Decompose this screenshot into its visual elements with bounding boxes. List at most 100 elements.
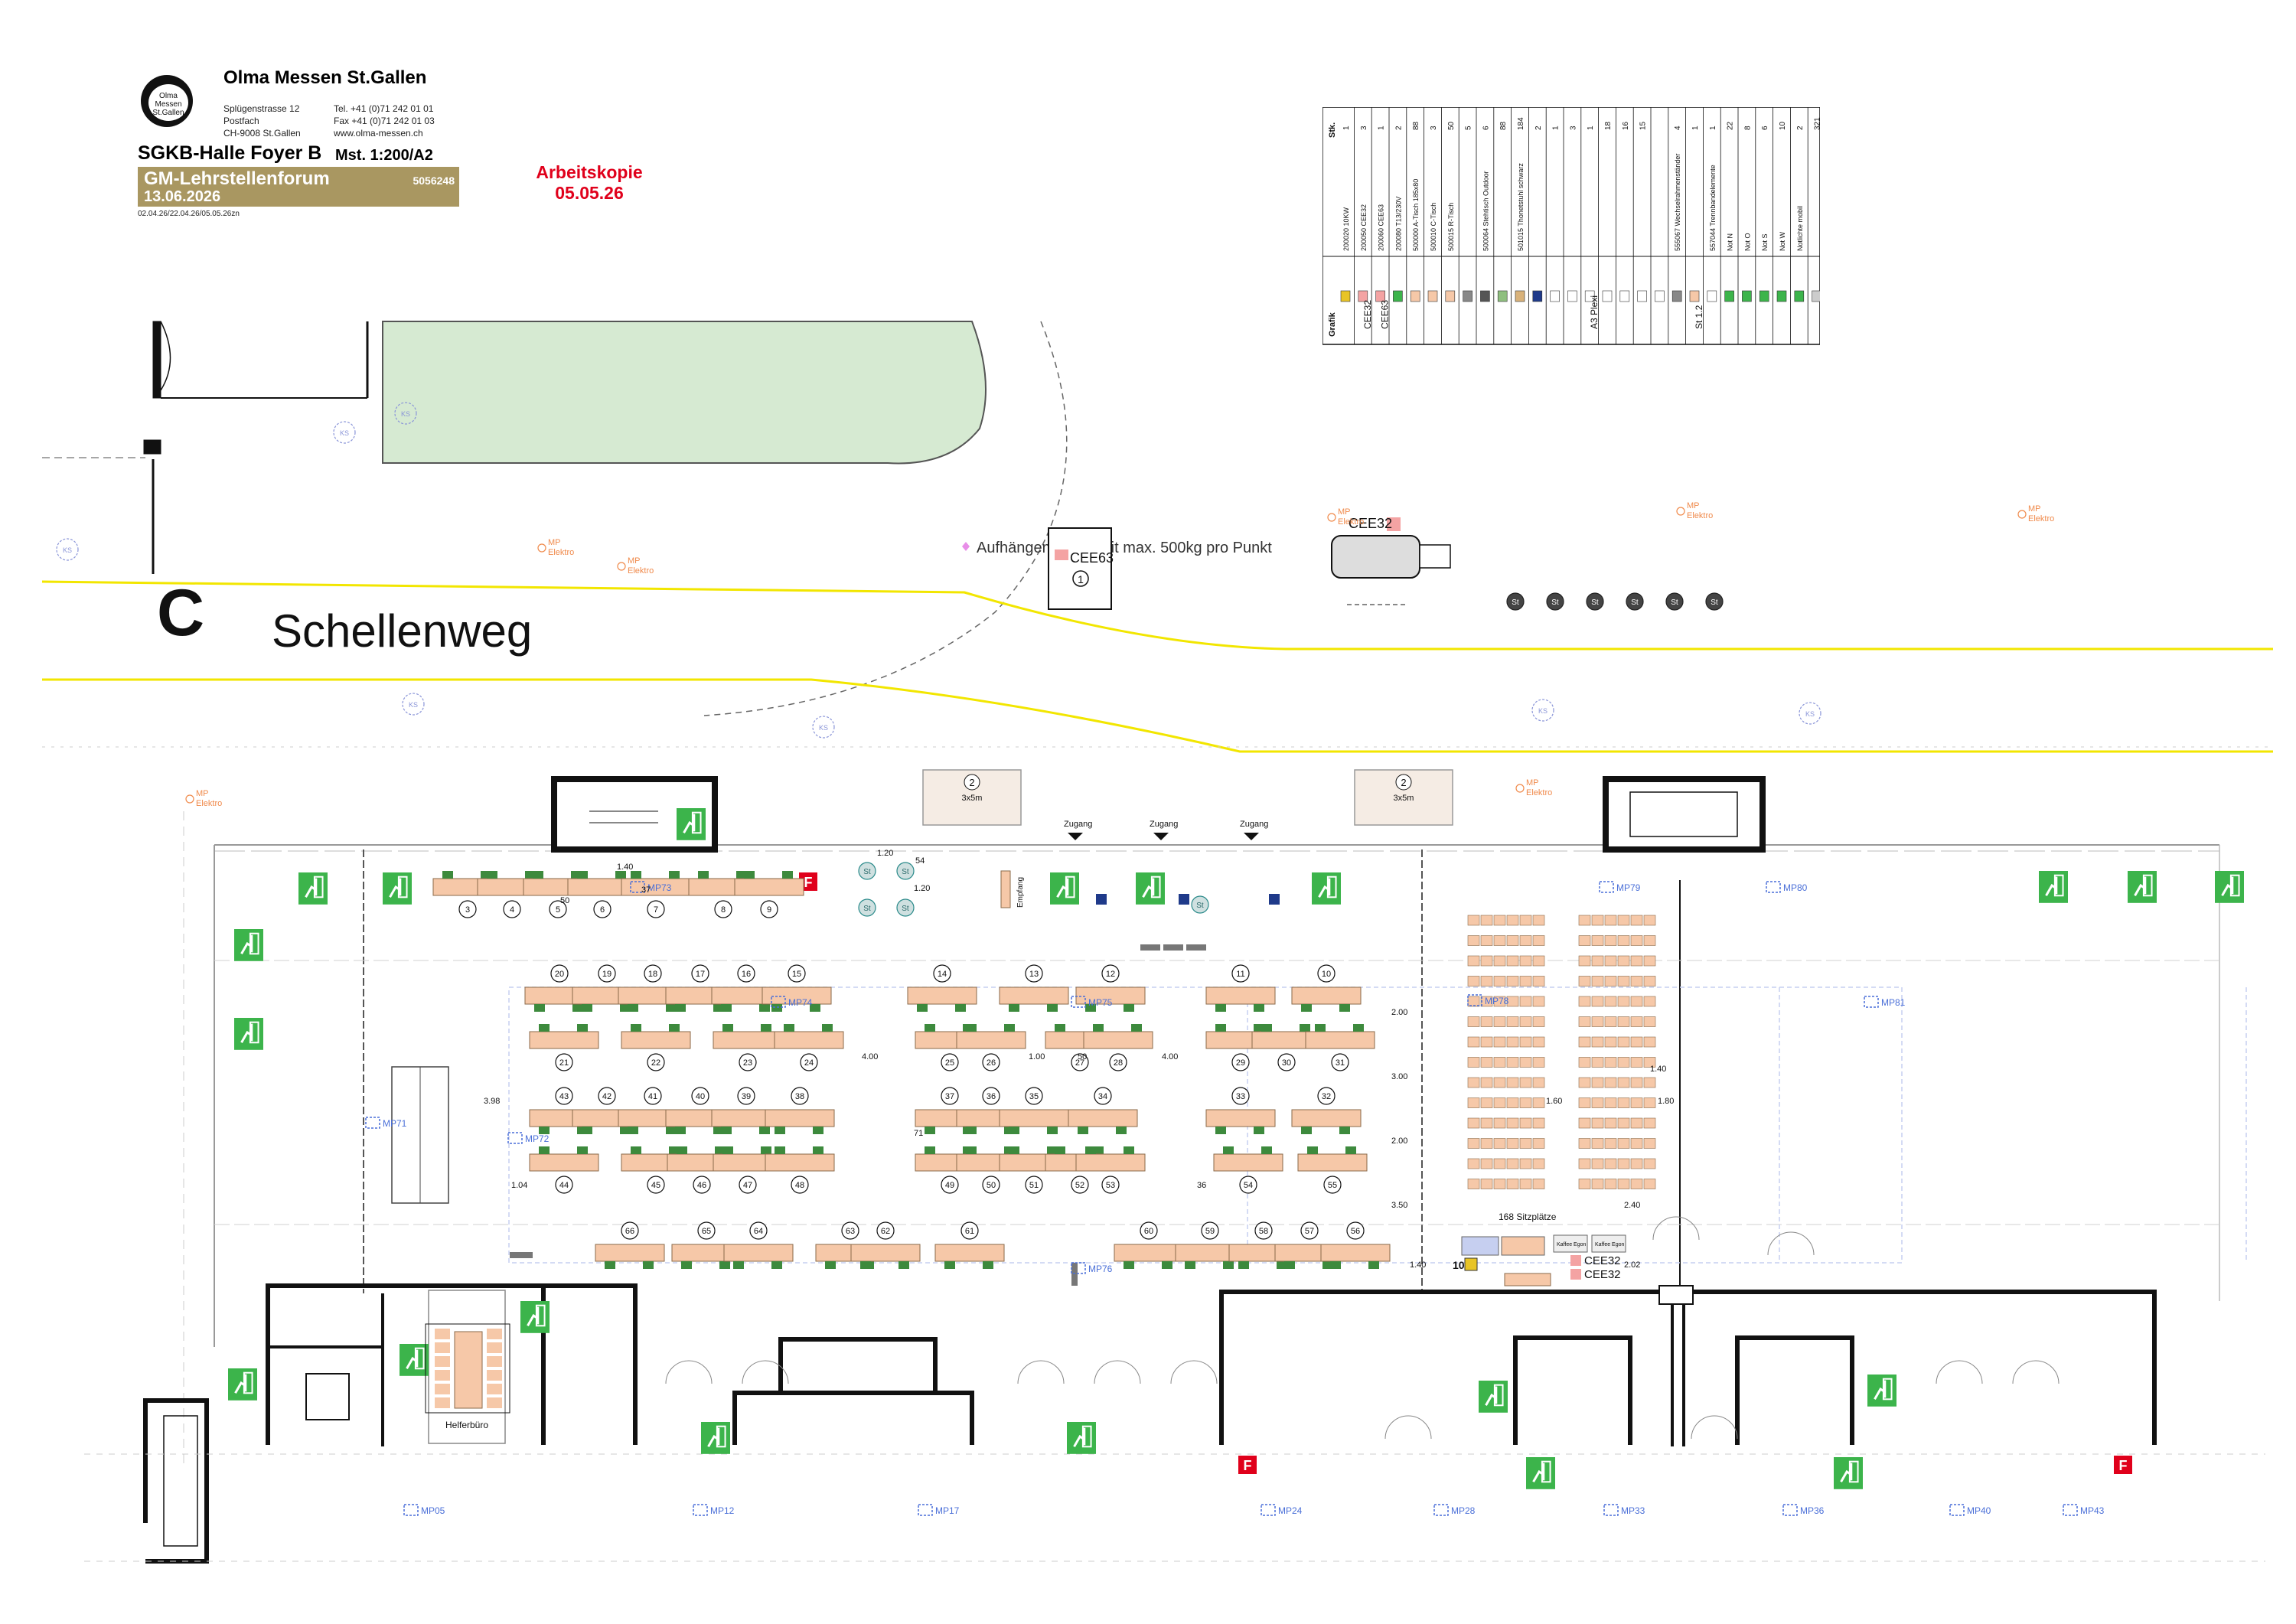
seat-chair	[1519, 1158, 1532, 1169]
seat-chair	[1591, 935, 1604, 946]
seat-chair	[1532, 996, 1545, 1007]
helper-desk	[435, 1384, 450, 1394]
table-num-circle	[876, 1221, 895, 1240]
table-num-circle	[941, 1087, 959, 1105]
table-top	[774, 1031, 844, 1049]
table-number: 18	[648, 970, 657, 979]
ks-label: KS	[409, 701, 418, 709]
table-num-circle	[982, 1087, 1000, 1105]
barrier-element	[1163, 944, 1183, 951]
table-number: 23	[743, 1058, 752, 1068]
table-num-circle	[598, 964, 616, 983]
table-number: 47	[743, 1181, 752, 1190]
table-top	[956, 1031, 1026, 1049]
chair	[539, 1024, 550, 1032]
legend-qty: 3	[1360, 126, 1368, 130]
access-arrow	[1068, 833, 1083, 840]
table-number: 64	[754, 1227, 763, 1236]
table-number: 41	[648, 1092, 657, 1101]
table-number: 29	[1236, 1058, 1245, 1068]
legend-qty: 50	[1447, 121, 1456, 130]
standing-table-icon: St	[896, 862, 915, 880]
seat-chair	[1630, 1036, 1643, 1048]
measure-point-icon: MP17	[918, 1504, 960, 1516]
seat-chair	[1643, 1138, 1656, 1149]
st-circle	[1586, 592, 1604, 611]
legend-swatch	[1550, 290, 1560, 302]
table-num-circle	[1094, 1087, 1112, 1105]
chair	[722, 1146, 733, 1154]
ks-label: KS	[1805, 710, 1815, 718]
seat-chair	[1467, 955, 1480, 967]
table-num-circle	[800, 1053, 818, 1071]
table-num-circle	[550, 964, 569, 983]
chair	[1047, 1004, 1058, 1012]
measure-point-icon: MP12	[693, 1504, 735, 1516]
table-number: 30	[1282, 1058, 1291, 1068]
seat-chair	[1467, 1036, 1480, 1048]
website-link[interactable]: www.olma-messen.ch	[334, 128, 423, 139]
emergency-exit-icon	[2215, 871, 2244, 903]
chair	[1215, 1024, 1226, 1032]
measure-point-icon: MP72	[507, 1132, 550, 1144]
table-number: 56	[1351, 1227, 1360, 1236]
cee32-icon	[1570, 1269, 1581, 1280]
table-number: 46	[697, 1181, 706, 1190]
table-num-circle	[1317, 1087, 1336, 1105]
seat-chair	[1519, 1138, 1532, 1149]
chair	[1223, 1261, 1234, 1269]
seat-chair	[1493, 1158, 1506, 1169]
column-grid	[84, 1453, 2265, 1562]
measure-point-icon: MP78	[1467, 994, 1509, 1006]
mp-box	[1467, 994, 1482, 1006]
chair	[822, 1024, 833, 1032]
exhibitor-table: 56	[1320, 1221, 1391, 1269]
seat-chair	[1480, 976, 1493, 986]
door-swing	[1094, 1360, 1141, 1384]
seat-chair	[1604, 1016, 1617, 1027]
chair	[944, 1261, 955, 1269]
legend-qty: 5	[1465, 126, 1473, 130]
legend-qty: 8	[1743, 126, 1752, 130]
dashed-arc	[703, 321, 1068, 716]
legend-swatch	[1515, 290, 1525, 302]
legend-label: 500010 C-Tisch	[1430, 203, 1437, 251]
chair	[1009, 1146, 1019, 1154]
emergency-exit-icon	[1867, 1375, 1896, 1407]
seat-chair	[1532, 935, 1545, 946]
seat-chair	[1604, 1057, 1617, 1068]
table-number: 38	[795, 1092, 804, 1101]
st-label: St	[1711, 598, 1718, 607]
st-circle	[858, 862, 876, 880]
seat-chair	[1591, 1016, 1604, 1027]
dimension-label: 1.20	[914, 884, 930, 893]
chair	[487, 871, 497, 879]
legend-qty: 1	[1378, 126, 1386, 130]
work-copy-note: Arbeitskopie 05.05.26	[520, 162, 658, 204]
seat-chair	[1506, 1036, 1519, 1048]
chair	[761, 1024, 771, 1032]
table-number: 4	[510, 905, 514, 915]
chair	[677, 1146, 687, 1154]
exhibitor-table: 66	[595, 1221, 665, 1269]
table-number: 57	[1305, 1227, 1314, 1236]
seat-chair	[1591, 1117, 1604, 1129]
ks-circle	[333, 421, 356, 444]
chair	[669, 871, 680, 879]
reception-desk	[1000, 870, 1011, 908]
seat-chair	[1532, 1158, 1545, 1169]
table-num-circle	[933, 964, 951, 983]
st-label: St	[1512, 598, 1519, 607]
table-number: 6	[600, 905, 605, 915]
emergency-exit-icon	[1526, 1457, 1555, 1489]
emergency-exit-icon	[1136, 872, 1165, 905]
legend-swatch	[1463, 290, 1473, 302]
emergency-exit-icon	[298, 872, 328, 905]
st-circle	[1506, 592, 1525, 611]
legend-swatch	[1410, 290, 1420, 302]
chair	[1254, 1004, 1264, 1012]
mp-box	[2063, 1504, 2078, 1516]
chair	[571, 871, 582, 879]
